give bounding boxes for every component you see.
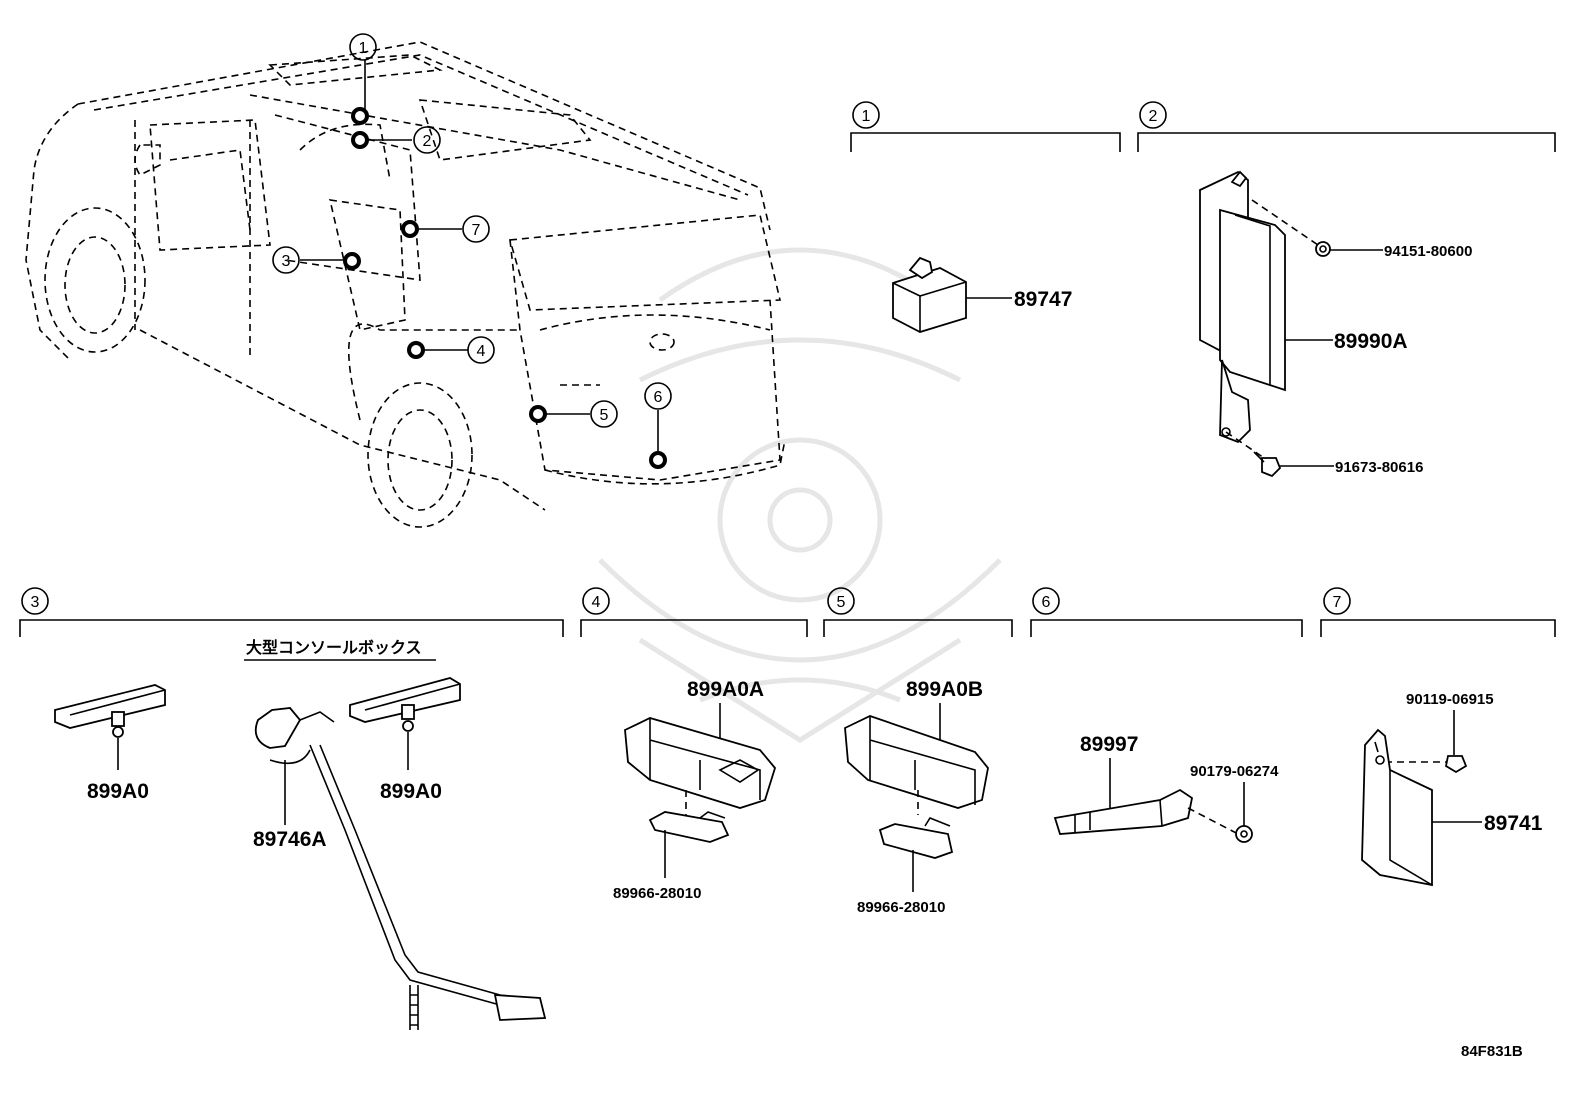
section-5-label: 5 [837,594,846,611]
part-899A0A-shape [624,717,777,809]
section-6-label: 6 [1042,594,1051,611]
part-90179-06274-label[interactable]: 90179-06274 [1190,763,1279,780]
part-94151-80600-shape [1315,241,1331,257]
section-3-label: 3 [31,594,40,611]
section-2: 2 94151-80600 89990A 91673-80616 [1137,101,1556,478]
section-7-label: 7 [1333,594,1342,611]
section-3: 3 大型コンソールボックス 899A0 89746A [19,587,564,1030]
part-899A0B-label[interactable]: 899A0B [906,678,983,701]
section-1-label: 1 [862,108,871,125]
part-899A0-left-label[interactable]: 899A0 [87,780,149,803]
part-89746A-shape [254,707,547,1030]
callout-5[interactable]: 5 [590,400,618,428]
section-6: 6 89997 90179-06274 [1030,587,1303,843]
part-89966-28010-b-shape [878,817,954,859]
callout-7[interactable]: 7 [462,215,490,243]
part-89990A-shape [1199,170,1286,444]
section-7: 7 90119-06915 89741 [1320,587,1556,887]
watermark-emblem [598,247,1002,743]
console-box-subheading: 大型コンソールボックス [246,638,422,657]
part-89990A-label[interactable]: 89990A [1334,330,1408,353]
section-4-label: 4 [592,594,601,611]
part-91673-80616-label[interactable]: 91673-80616 [1335,459,1423,476]
part-90119-06915-shape [1444,755,1468,774]
callout-2-label: 2 [423,133,432,150]
section-2-label: 2 [1149,108,1158,125]
part-89741-label[interactable]: 89741 [1484,812,1543,835]
part-89747-label[interactable]: 89747 [1014,288,1072,311]
part-91673-80616-shape [1253,451,1282,478]
part-89997-shape [1053,788,1194,835]
vehicle-illustration: 1 2 3 7 4 5 6 [25,33,786,528]
callout-6[interactable]: 6 [644,382,672,410]
part-89966-28010-b-label[interactable]: 89966-28010 [857,899,945,916]
callout-4[interactable]: 4 [467,336,495,364]
callout-1-label: 1 [359,40,368,57]
callout-3[interactable]: 3 [272,246,300,274]
part-89741-shape [1361,728,1433,887]
part-899A0A-label[interactable]: 899A0A [687,678,764,701]
part-89966-28010-a-shape [648,811,730,843]
part-899A0B-shape [844,715,989,809]
callout-7-label: 7 [472,222,481,239]
part-899A0-right-shape [349,677,461,732]
part-89966-28010-a-label[interactable]: 89966-28010 [613,885,701,902]
section-4: 4 899A0A 89966-28010 [580,587,808,902]
part-89997-label[interactable]: 89997 [1080,733,1138,756]
callout-2[interactable]: 2 [413,126,441,154]
part-899A0-left-shape [54,684,166,738]
section-5: 5 899A0B 89966-28010 [823,587,1013,916]
callout-1[interactable]: 1 [349,33,377,61]
diagram-code: 84F831B [1461,1043,1523,1060]
part-89746A-label[interactable]: 89746A [253,828,327,851]
callout-5-label: 5 [600,407,609,424]
section-1: 1 89747 [850,101,1121,333]
part-89747-shape [892,256,967,333]
callout-6-label: 6 [654,389,663,406]
part-90119-06915-label[interactable]: 90119-06915 [1406,691,1494,708]
part-899A0-right-label[interactable]: 899A0 [380,780,442,803]
callout-4-label: 4 [477,343,486,360]
part-90179-06274-shape [1235,825,1253,843]
part-94151-80600-label[interactable]: 94151-80600 [1384,243,1472,260]
callout-3-label: 3 [282,253,291,270]
